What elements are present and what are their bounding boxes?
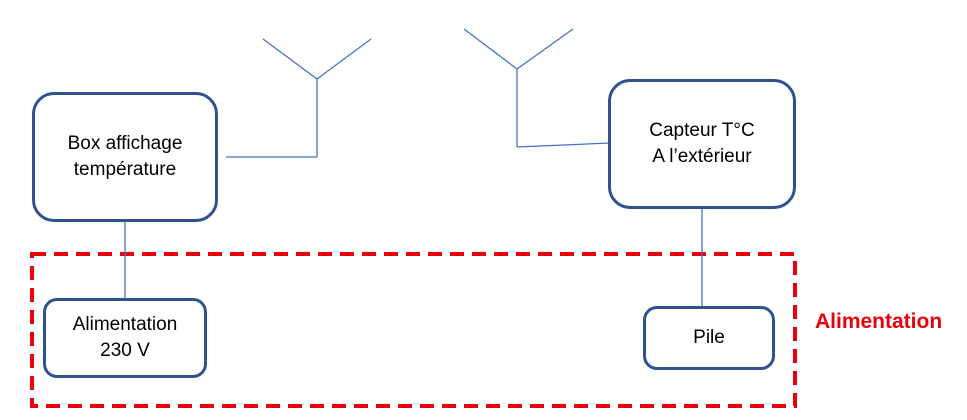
battery-node: Pile: [643, 306, 775, 370]
power-group-label: Alimentation: [815, 310, 943, 333]
battery-label: Pile: [693, 327, 725, 348]
display-box-label-line2: température: [73, 159, 177, 180]
antenna-icon: [463, 28, 574, 147]
sensor-label-line1: Capteur T°C: [649, 120, 755, 141]
mains-power-label-line2: 230 V: [100, 340, 150, 361]
sensor-node: Capteur T°C A l’extérieur: [608, 79, 796, 209]
display-box-node: Box affichage température: [32, 92, 218, 222]
antenna-icon: [262, 38, 372, 157]
mains-power-node: Alimentation 230 V: [43, 298, 207, 378]
power-group-border: [30, 252, 797, 408]
mains-power-label-line1: Alimentation: [72, 314, 178, 335]
sensor-label-line2: A l’extérieur: [652, 146, 752, 167]
connector-sensor-antenna: [516, 142, 611, 148]
display-box-label-line1: Box affichage: [67, 133, 183, 154]
